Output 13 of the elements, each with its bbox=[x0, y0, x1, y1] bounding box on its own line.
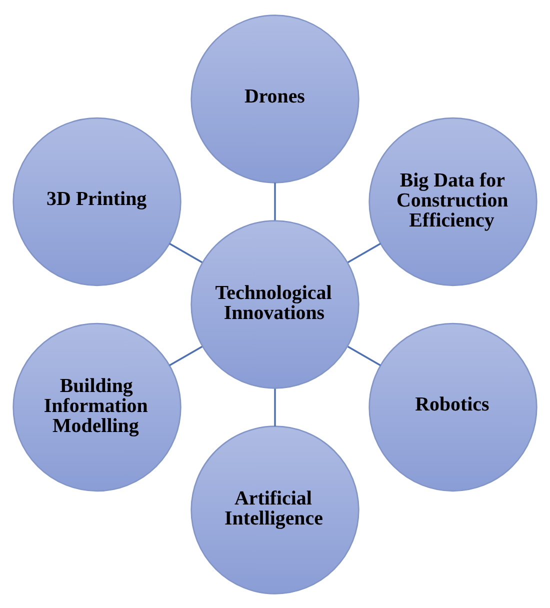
node-circle: Technological Innovations bbox=[190, 220, 360, 388]
node-circle: Building Information Modelling bbox=[12, 322, 182, 492]
node-circle: Drones bbox=[190, 14, 360, 183]
connector bbox=[169, 345, 203, 366]
node-circle: Artificial Intelligence bbox=[190, 425, 360, 594]
node-circle: Big Data for Construction Efficiency bbox=[368, 116, 538, 286]
node-circle: Robotics bbox=[368, 322, 538, 492]
connector bbox=[347, 242, 381, 263]
connector bbox=[347, 345, 381, 366]
connector bbox=[169, 242, 203, 263]
connector bbox=[274, 182, 276, 220]
connector bbox=[274, 388, 276, 426]
node-circle: 3D Printing bbox=[12, 116, 182, 286]
